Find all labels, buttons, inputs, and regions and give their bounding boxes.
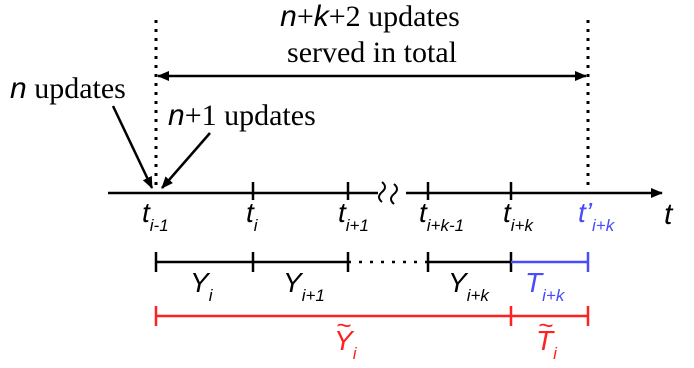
n-plus-1-updates-arrow <box>161 132 211 189</box>
label-t-tilde-mark: ~ <box>538 310 553 340</box>
label-y-i-plus-1: Yi+1 <box>283 267 325 305</box>
label-t-i-plus-k-interval: Ti+k <box>525 267 566 305</box>
label-y-tilde-i: Yi <box>334 325 358 363</box>
n-updates-label: n updates <box>10 72 126 105</box>
label-y-tilde-mark: ~ <box>336 310 351 340</box>
label-y-i-plus-k: Yi+k <box>448 267 490 305</box>
total-updates-line2: served in total <box>287 36 457 69</box>
label-t-i-plus-k-minus-1: ti+k-1 <box>419 197 464 235</box>
total-updates-line1: n+k+2 updates <box>280 0 460 33</box>
label-t-prime-i-plus-k: t’i+k <box>578 197 616 235</box>
label-t-tilde-i: Ti <box>536 325 558 363</box>
label-t-i-minus-1: ti-1 <box>142 197 169 235</box>
label-t-i-plus-k: ti+k <box>503 197 534 235</box>
axis-break-right <box>390 183 398 205</box>
axis-label-t: t <box>664 198 674 231</box>
n-plus-1-updates-label: n+1 updates <box>168 99 316 132</box>
label-t-i-plus-1: ti+1 <box>338 197 369 235</box>
label-t-i: ti <box>246 197 259 235</box>
n-updates-arrow <box>111 105 154 189</box>
label-y-i: Yi <box>190 267 214 305</box>
axis-break-left <box>378 181 386 203</box>
